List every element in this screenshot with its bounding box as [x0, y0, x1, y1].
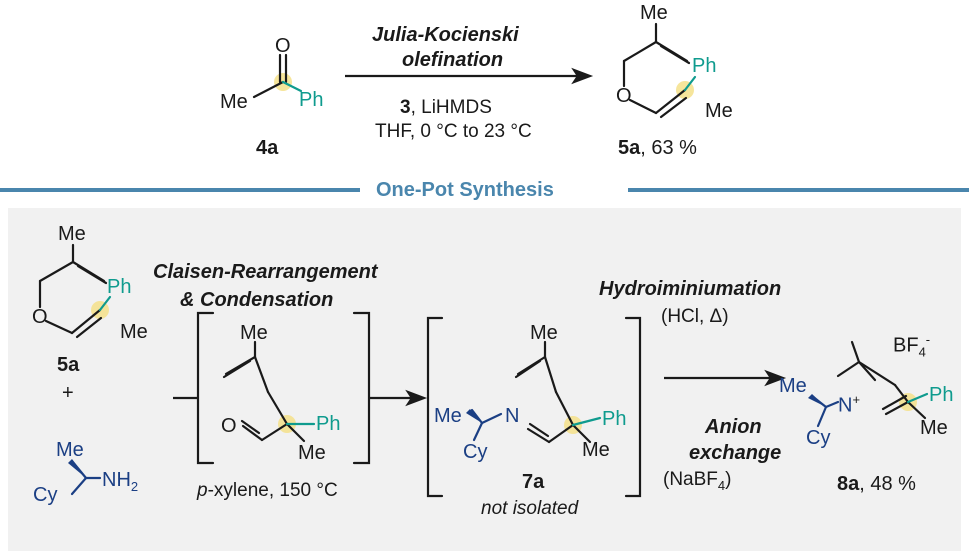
atom-ph: Ph: [602, 408, 627, 430]
reagent-line: 3, LiHMDS: [400, 98, 492, 117]
compound-label-8a: 8a, 48 %: [837, 473, 916, 495]
bonds-teal: [98, 75, 929, 427]
atom-me: Me: [434, 405, 462, 427]
bonds-black: [38, 22, 927, 498]
atom-o: O: [275, 35, 291, 57]
atom-ph: Ph: [692, 55, 717, 77]
atom-me: Me: [640, 2, 668, 24]
atom-ph: Ph: [107, 276, 132, 298]
not-isolated-note: not isolated: [481, 498, 579, 519]
reagent-text: , LiHMDS: [410, 97, 492, 118]
conditions: THF, 0 °C to 23 °C: [375, 121, 532, 142]
atom-n-plus: N+: [838, 392, 861, 417]
step3-reagent: (NaBF4): [663, 469, 732, 493]
atom-o: O: [32, 306, 48, 328]
atom-o: O: [221, 415, 237, 437]
atom-me: Me: [705, 100, 733, 122]
atom-n: N: [505, 405, 520, 427]
compound-label-5a: 5a: [57, 354, 80, 376]
section-header: One-Pot Synthesis: [376, 179, 554, 201]
atom-me: Me: [58, 223, 86, 245]
one-pot-panel: [8, 208, 961, 551]
compound-label-5a: 5a, 63 %: [618, 137, 697, 159]
atom-me: Me: [920, 417, 948, 439]
step1-name-line1: Claisen-Rearrangement: [153, 261, 378, 283]
step2-reagent: (HCl, Δ): [661, 306, 729, 327]
atom-cy: Cy: [33, 484, 58, 506]
atom-me: Me: [220, 91, 248, 113]
compound-label-7a: 7a: [522, 471, 545, 493]
counterion-bf4: BF4-: [893, 332, 931, 360]
reagent-number: 3: [400, 97, 411, 118]
step3-name-line2: exchange: [689, 442, 782, 464]
atom-me: Me: [582, 439, 610, 461]
step1-conditions: p-xylene, 150 °C: [197, 480, 338, 501]
step3-name-line1: Anion: [705, 416, 762, 438]
atom-ph: Ph: [929, 384, 954, 406]
wedge-bonds: [68, 394, 826, 478]
atom-me: Me: [530, 322, 558, 344]
step2-name: Hydroiminiumation: [599, 278, 782, 300]
atom-ph: Ph: [299, 89, 324, 111]
atom-ph: Ph: [316, 413, 341, 435]
compound-label-4a: 4a: [256, 137, 279, 159]
plus-sign: +: [62, 382, 74, 404]
atom-o: O: [616, 85, 632, 107]
atom-me: Me: [240, 322, 268, 344]
reaction-arrows: [173, 67, 787, 407]
atom-me: Me: [120, 321, 148, 343]
atom-me: Me: [779, 375, 807, 397]
step-name-line2: olefination: [402, 49, 504, 71]
atom-cy: Cy: [463, 441, 488, 463]
atom-me: Me: [56, 439, 84, 461]
atom-nh2: NH2: [102, 469, 139, 494]
atom-cy: Cy: [806, 427, 831, 449]
atom-me: Me: [298, 442, 326, 464]
step-name-line1: Julia-Kocienski: [372, 24, 519, 46]
step1-name-line2: & Condensation: [180, 289, 334, 311]
